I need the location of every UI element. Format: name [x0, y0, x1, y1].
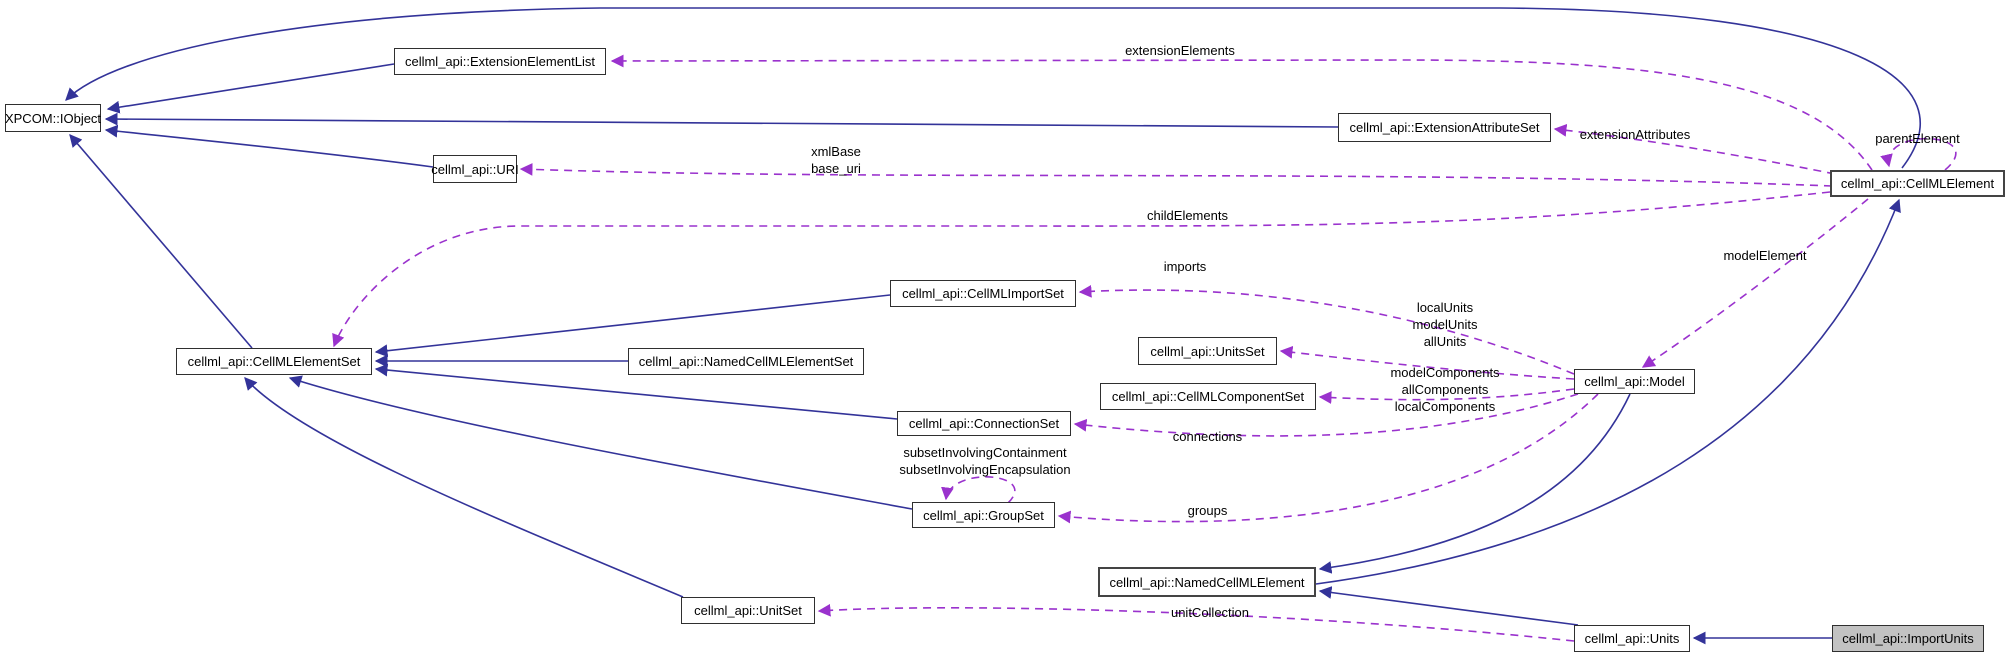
- edge-label-component-properties: modelComponents allComponents localCompo…: [1370, 364, 1520, 415]
- edge-extensionelements: [610, 54, 1873, 171]
- node-cellml-element[interactable]: cellml_api::CellMLElement: [1830, 170, 2005, 197]
- edge-xmlbase-baseuri: [519, 162, 1833, 187]
- edge-groupset-to-cellmlelementset: [288, 375, 913, 510]
- edge-parentelement-selfloop: [1880, 137, 1957, 171]
- edge-label-text: xmlBase: [811, 144, 861, 159]
- edge-label-text: childElements: [1147, 208, 1228, 223]
- edge-extensionelementlist-to-iobject: [106, 63, 395, 114]
- edge-label-childelements: childElements: [1120, 207, 1255, 224]
- edge-units-to-namedcellmlelement: [1318, 586, 1579, 626]
- edge-imports: [1078, 284, 1575, 375]
- edge-label-imports: imports: [1140, 258, 1230, 275]
- edge-label-text: subsetInvolvingEncapsulation: [899, 462, 1071, 477]
- edge-label-text: base_uri: [811, 161, 861, 176]
- edge-label-text: modelUnits: [1412, 317, 1478, 332]
- edge-cellmlelement-to-iobject-top-curve: [65, 7, 1921, 169]
- edge-label-text: extensionElements: [1125, 43, 1235, 58]
- node-uri[interactable]: cellml_api::URI: [431, 155, 519, 183]
- node-cellml-element-set[interactable]: cellml_api::CellMLElementSet: [176, 348, 372, 375]
- edge-label-text: modelElement: [1723, 248, 1807, 263]
- edge-localunits-modelunits-allunits: [1279, 345, 1575, 380]
- edge-label-text: unitCollection: [1170, 605, 1250, 620]
- node-named-cellml-element-set[interactable]: cellml_api::NamedCellMLElementSet: [628, 348, 864, 375]
- edge-label-groups: groups: [1165, 502, 1250, 519]
- edge-subsetinvolving-selfloop: [941, 476, 1016, 504]
- edge-modelelement: [1641, 198, 1869, 368]
- edge-extensionattributeset-to-iobject: [104, 112, 1339, 128]
- edge-extensionattributes: [1553, 123, 1836, 175]
- edge-label-parentelement: parentElement: [1855, 130, 1980, 147]
- edge-label-unitcollection: unitCollection: [1145, 604, 1275, 621]
- edge-unitset-to-cellmlelementset: [244, 377, 684, 598]
- edge-groups: [1057, 393, 1599, 524]
- edge-connectionset-to-cellmlelementset: [374, 363, 898, 420]
- node-cellml-import-set[interactable]: cellml_api::CellMLImportSet: [890, 280, 1076, 307]
- edge-label-text: modelComponents: [1390, 365, 1500, 380]
- edge-connections: [1073, 393, 1579, 437]
- edge-label-text: allComponents: [1401, 382, 1489, 397]
- edge-model-to-namedcellmlelement: [1318, 393, 1631, 574]
- node-unit-set[interactable]: cellml_api::UnitSet: [681, 597, 815, 624]
- edge-label-extensionattributes: extensionAttributes: [1570, 126, 1700, 143]
- node-import-units-current: cellml_api::ImportUnits: [1832, 625, 1984, 652]
- edge-label-text: allUnits: [1423, 334, 1467, 349]
- node-group-set[interactable]: cellml_api::GroupSet: [912, 502, 1055, 528]
- edge-cellmlimportset-to-cellmlelementset: [374, 294, 891, 358]
- edge-label-text: localComponents: [1394, 399, 1496, 414]
- node-model[interactable]: cellml_api::Model: [1574, 369, 1695, 394]
- edge-label-extensionelements: extensionElements: [1110, 42, 1250, 59]
- edge-label-connections: connections: [1150, 428, 1265, 445]
- node-extension-element-list[interactable]: cellml_api::ExtensionElementList: [394, 48, 606, 75]
- node-extension-attribute-set[interactable]: cellml_api::ExtensionAttributeSet: [1338, 113, 1551, 142]
- edge-childelements: [332, 191, 1831, 348]
- edge-label-subset-properties: subsetInvolvingContainment subsetInvolvi…: [880, 444, 1090, 478]
- edge-label-text: localUnits: [1416, 300, 1474, 315]
- edge-namedcellmlelement-to-cellmlelement: [1315, 198, 1901, 585]
- node-xpcom-iobject[interactable]: XPCOM::IObject: [5, 104, 101, 132]
- edge-label-xmlbase-baseuri: xmlBase base_uri: [776, 143, 896, 177]
- edge-label-units-properties: localUnits modelUnits allUnits: [1380, 299, 1510, 350]
- edge-label-text: subsetInvolvingContainment: [903, 445, 1067, 460]
- edge-cellmlelementset-to-iobject: [69, 134, 253, 349]
- node-cellml-component-set[interactable]: cellml_api::CellMLComponentSet: [1100, 383, 1316, 410]
- edge-label-text: groups: [1187, 503, 1228, 518]
- node-named-cellml-element[interactable]: cellml_api::NamedCellMLElement: [1098, 567, 1316, 597]
- edge-label-text: extensionAttributes: [1579, 127, 1691, 142]
- edge-uri-to-iobject: [104, 124, 434, 168]
- node-units[interactable]: cellml_api::Units: [1574, 625, 1690, 652]
- node-units-set[interactable]: cellml_api::UnitsSet: [1138, 337, 1277, 365]
- edge-modelcomponents-allcomponents-localcomponents: [1318, 388, 1575, 404]
- edge-label-modelelement: modelElement: [1700, 247, 1830, 264]
- node-connection-set[interactable]: cellml_api::ConnectionSet: [897, 411, 1071, 436]
- edge-label-text: connections: [1172, 429, 1243, 444]
- edge-label-text: parentElement: [1875, 131, 1960, 146]
- edge-label-text: imports: [1163, 259, 1207, 274]
